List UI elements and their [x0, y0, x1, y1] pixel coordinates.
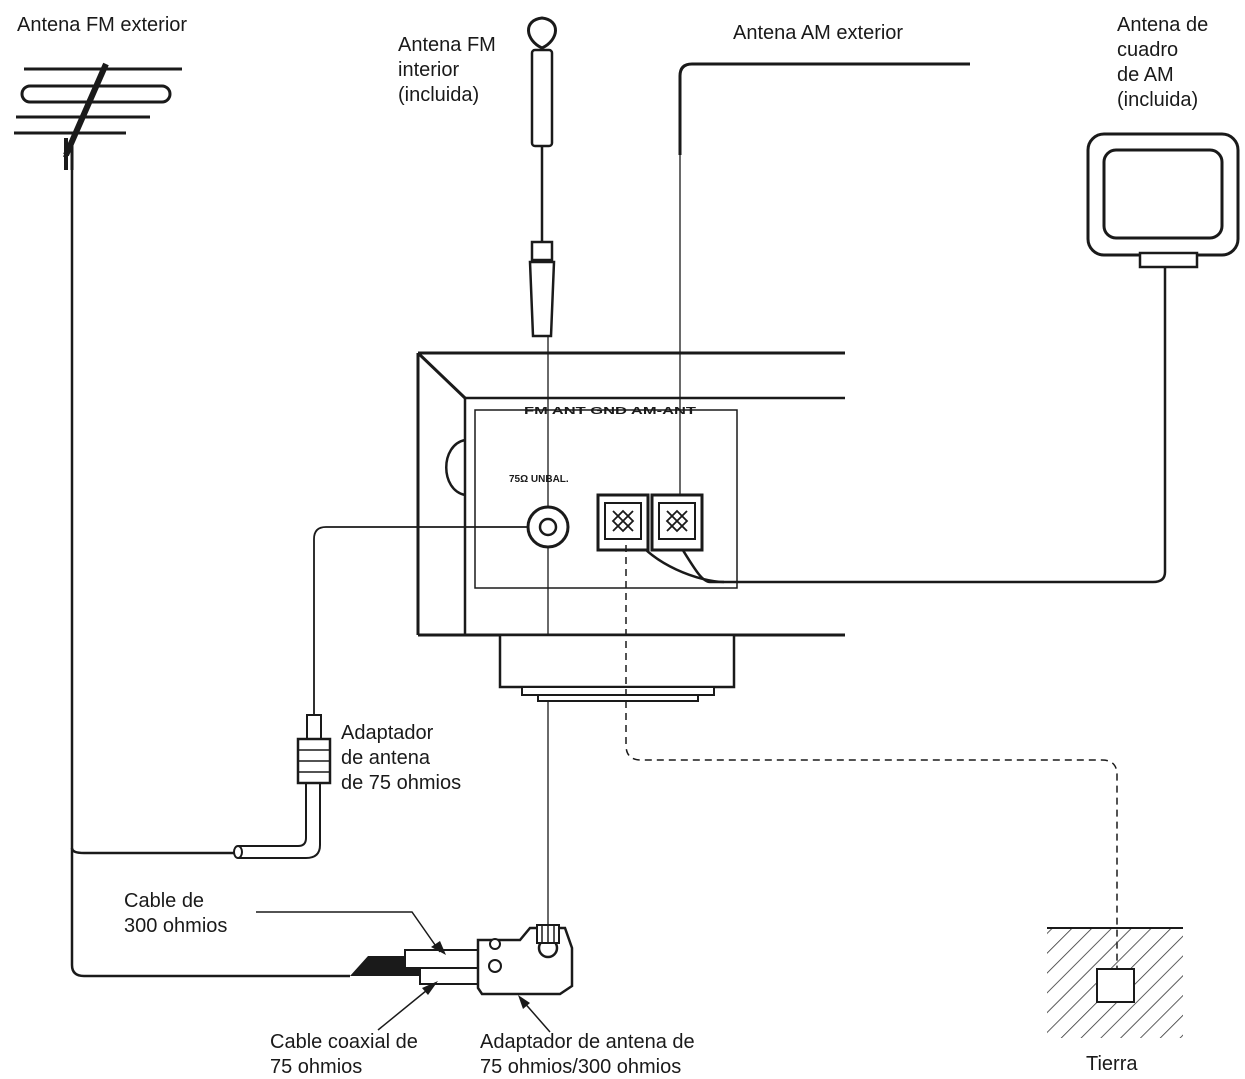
- cable-coax-leader: [377, 985, 433, 1031]
- fm-outdoor-antenna-icon: [14, 62, 182, 170]
- fm-indoor-label: Antena FM interior (incluida): [398, 34, 501, 106]
- gnd-terminal[interactable]: [596, 493, 650, 552]
- ground-icon: [1047, 927, 1183, 1038]
- cable-coax-arrowhead: [422, 981, 438, 995]
- 75-300-ohm-adapter-icon: [350, 924, 574, 996]
- am-loop-cable: [668, 267, 1167, 584]
- fm-jack-coax-cable: [313, 526, 528, 715]
- cable-300-arrowhead: [431, 941, 446, 955]
- am-outdoor-antenna-wire: [678, 62, 970, 155]
- adapter-75-300-label: Adaptador de antena de 75 ohmios/300 ohm…: [480, 1031, 700, 1078]
- adapter-75-300-arrowhead: [518, 995, 530, 1009]
- ground-wire: [625, 545, 1118, 969]
- fm-jack-label: 75Ω UNBAL.: [509, 474, 569, 485]
- fm-outdoor-feed-cable: [70, 170, 350, 978]
- cable-300-leader: [256, 911, 441, 953]
- am-outdoor-label: Antena AM exterior: [733, 22, 903, 44]
- cable-300-label: Cable de 300 ohmios: [124, 890, 227, 937]
- am-loop-label: Antena de cuadro de AM (incluida): [1117, 14, 1214, 111]
- receiver-back-panel: [416, 351, 845, 702]
- fm-outdoor-label: Antena FM exterior: [17, 14, 187, 36]
- 75-ohm-adapter-icon: [233, 714, 332, 859]
- fm-outdoor-coax-branch: [70, 847, 240, 855]
- fm-antenna-jack[interactable]: [526, 505, 570, 549]
- am-terminal[interactable]: [650, 493, 704, 552]
- adapter-75-label: Adaptador de antena de 75 ohmios: [341, 722, 461, 794]
- panel-header-label: FM ANT GND AM-ANT: [524, 406, 696, 417]
- ground-label: Tierra: [1086, 1053, 1138, 1075]
- fm-indoor-antenna-icon: [527, 16, 557, 338]
- am-loop-antenna-icon: [1086, 132, 1240, 269]
- cable-coax-label: Cable coaxial de 75 ohmios: [270, 1031, 423, 1078]
